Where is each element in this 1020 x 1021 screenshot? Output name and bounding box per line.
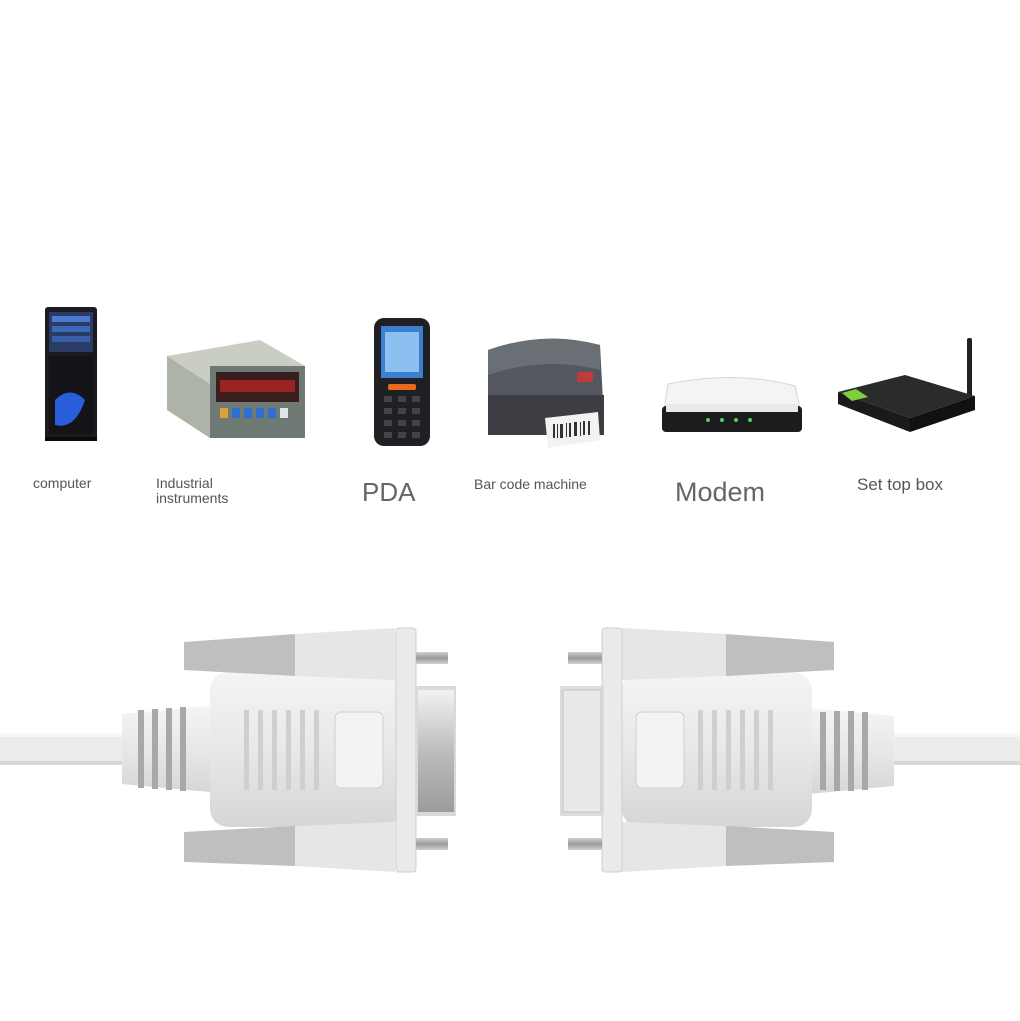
left-cable (0, 733, 132, 765)
device-label-modem: Modem (675, 477, 766, 507)
left-db9-connector (0, 627, 456, 873)
modem-image (662, 377, 802, 432)
device-label-set-top-box: Set top box (857, 475, 944, 494)
barcode-printer-image (488, 338, 604, 448)
industrial-instrument-image (167, 340, 305, 438)
right-db9-connector (560, 627, 1020, 873)
right-cable (888, 733, 1020, 765)
device-label-industrial: Industrial instruments (156, 475, 229, 507)
pda-image (374, 318, 430, 446)
device-label-barcode: Bar code machine (474, 476, 587, 492)
device-label-pda: PDA (362, 477, 416, 507)
device-label-computer: computer (33, 475, 92, 491)
computer-image (45, 307, 97, 441)
set-top-box-image (838, 338, 975, 432)
